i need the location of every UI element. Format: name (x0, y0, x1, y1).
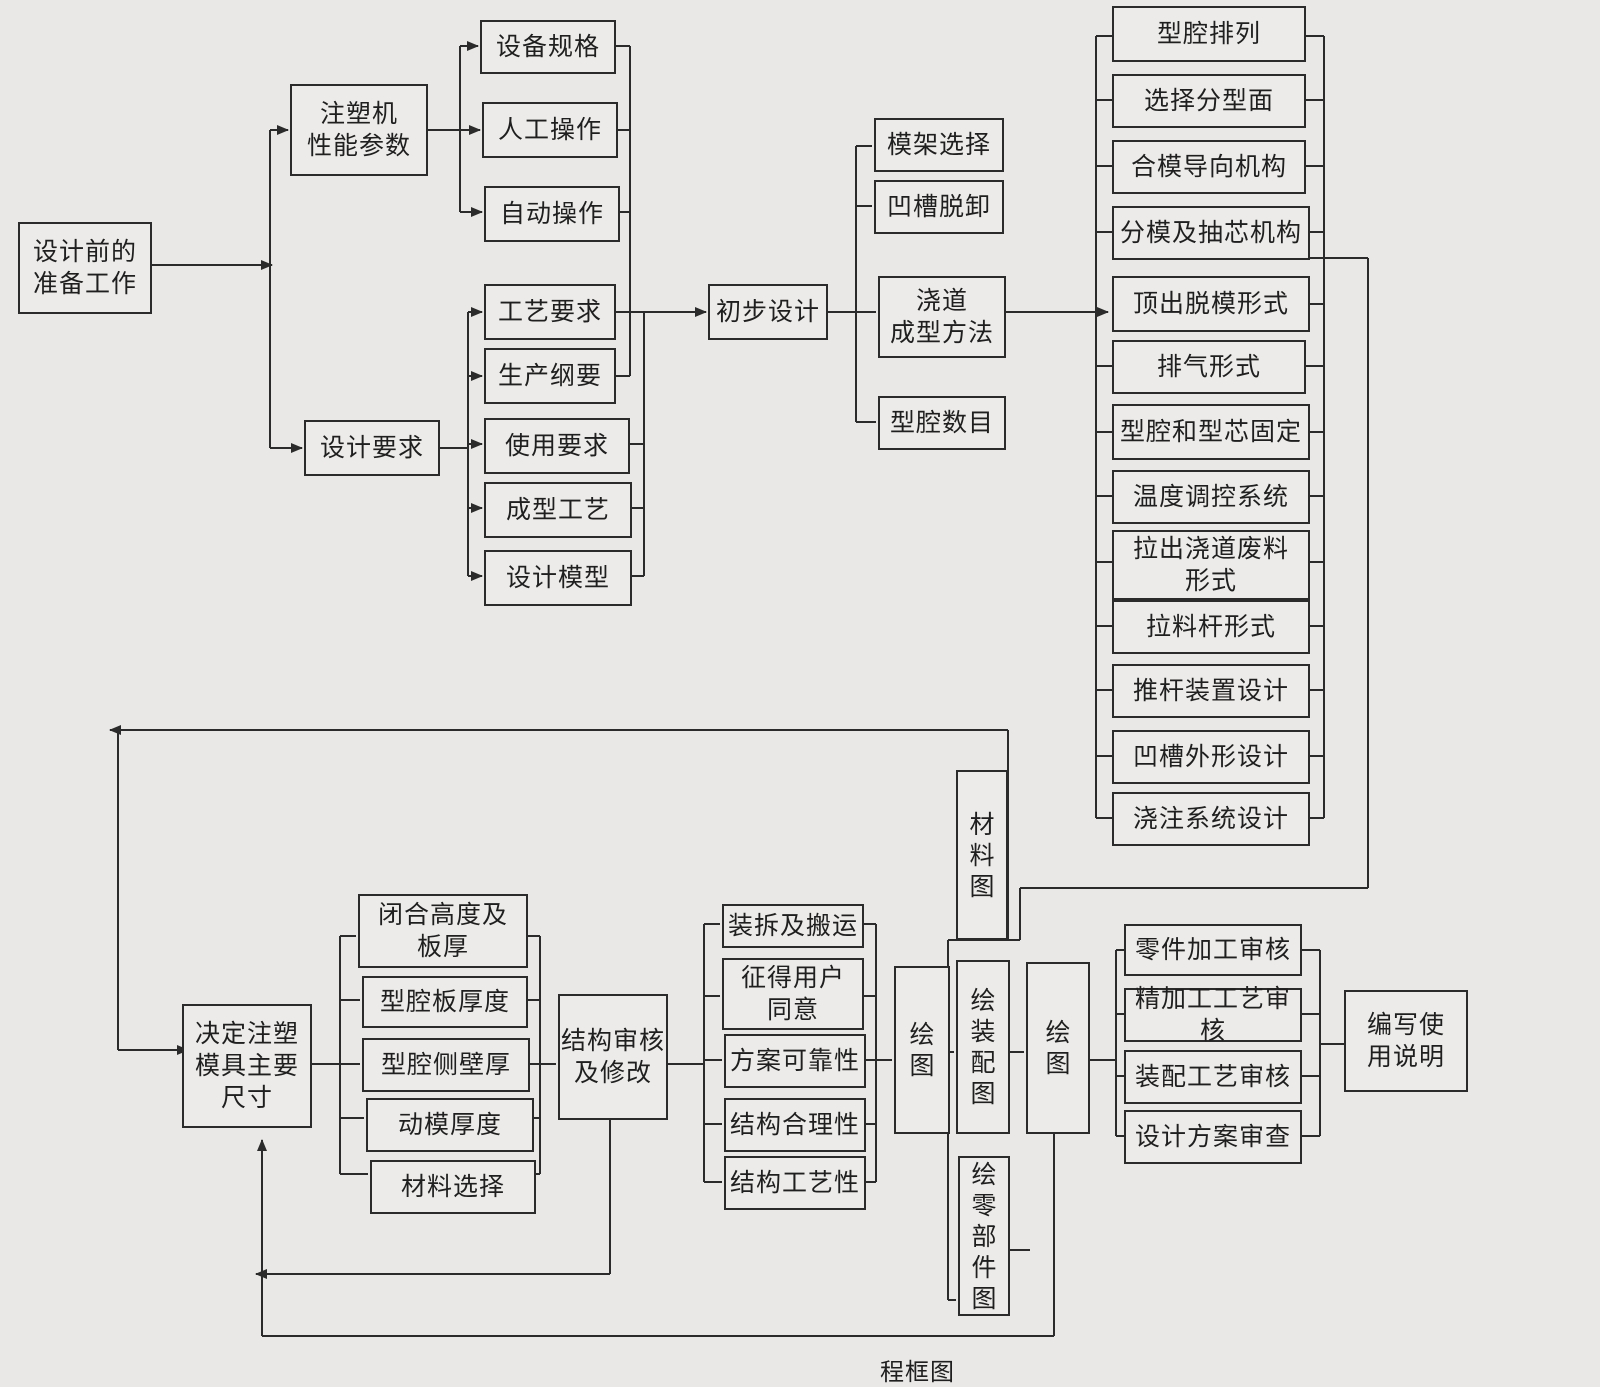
material-drawing-box: 材 料 图 (956, 770, 1008, 940)
structure-review-box: 结构审核 及修改 (558, 994, 668, 1120)
parting-surface-box: 选择分型面 (1112, 74, 1306, 128)
structure-manufacturability-box: 结构工艺性 (724, 1156, 866, 1210)
parts-drawing-box: 绘 零 部 件 图 (958, 1156, 1010, 1316)
material-selection-box: 材料选择 (370, 1160, 536, 1214)
cavity-core-fixing-box: 型腔和型芯固定 (1112, 404, 1310, 460)
manual-operation-box: 人工操作 (482, 102, 618, 158)
user-consent-box: 征得用户 同意 (722, 958, 864, 1030)
undercut-release-box: 凹槽脱卸 (874, 180, 1004, 234)
guide-mechanism-box: 合模导向机构 (1112, 140, 1306, 194)
cavity-layout-box: 型腔排列 (1112, 6, 1306, 62)
machine-params-box: 注塑机 性能参数 (290, 84, 428, 176)
equipment-spec-box: 设备规格 (480, 20, 616, 74)
design-model-box: 设计模型 (484, 550, 632, 606)
process-requirements-box: 工艺要求 (484, 284, 616, 340)
moving-mold-thickness-box: 动模厚度 (366, 1098, 534, 1152)
auto-operation-box: 自动操作 (484, 186, 620, 242)
design-scheme-review-box: 设计方案审查 (1124, 1110, 1302, 1164)
cavity-wall-thickness-box: 型腔侧壁厚 (362, 1038, 530, 1092)
gate-molding-method-box: 浇道 成型方法 (878, 276, 1006, 358)
part-machining-review-box: 零件加工审核 (1124, 924, 1302, 976)
push-rod-design-box: 推杆装置设计 (1112, 664, 1310, 718)
preliminary-design-box: 初步设计 (708, 284, 828, 340)
disassembly-transport-box: 装拆及搬运 (722, 904, 864, 948)
structure-rationality-box: 结构合理性 (724, 1098, 866, 1152)
runner-scrap-form-box: 拉出浇道废料 形式 (1112, 530, 1310, 600)
prep-work-box: 设计前的 准备工作 (18, 222, 152, 314)
finishing-process-review-box: 精加工工艺审核 (1124, 984, 1302, 1045)
usage-requirements-box: 使用要求 (484, 418, 630, 474)
molding-process-box: 成型工艺 (484, 482, 632, 538)
drawing-left-box: 绘 图 (894, 966, 950, 1134)
undercut-shape-box: 凹槽外形设计 (1112, 730, 1310, 784)
gating-system-design-box: 浇注系统设计 (1112, 792, 1310, 846)
ejection-form-box: 顶出脱模形式 (1112, 276, 1310, 332)
main-dimensions-box: 决定注塑 模具主要 尺寸 (182, 1004, 312, 1128)
mold-base-selection-box: 模架选择 (874, 118, 1004, 172)
assembly-process-review-box: 装配工艺审核 (1124, 1050, 1302, 1104)
caption-fragment: 程框图 (880, 1358, 955, 1386)
vent-form-box: 排气形式 (1112, 340, 1306, 394)
scheme-reliability-box: 方案可靠性 (724, 1034, 866, 1088)
temperature-control-box: 温度调控系统 (1112, 470, 1310, 524)
assembly-drawing-box: 绘 装 配 图 (956, 960, 1010, 1134)
cavity-count-box: 型腔数目 (878, 396, 1006, 450)
core-pulling-box: 分模及抽芯机构 (1112, 206, 1310, 260)
drawing-right-box: 绘 图 (1026, 962, 1090, 1134)
write-manual-box: 编写使 用说明 (1344, 990, 1468, 1092)
design-requirements-box: 设计要求 (304, 420, 440, 476)
production-outline-box: 生产纲要 (484, 348, 616, 404)
cavity-plate-thickness-box: 型腔板厚度 (362, 976, 528, 1028)
closed-height-box: 闭合高度及 板厚 (358, 894, 528, 968)
puller-form-box: 拉料杆形式 (1112, 600, 1310, 654)
